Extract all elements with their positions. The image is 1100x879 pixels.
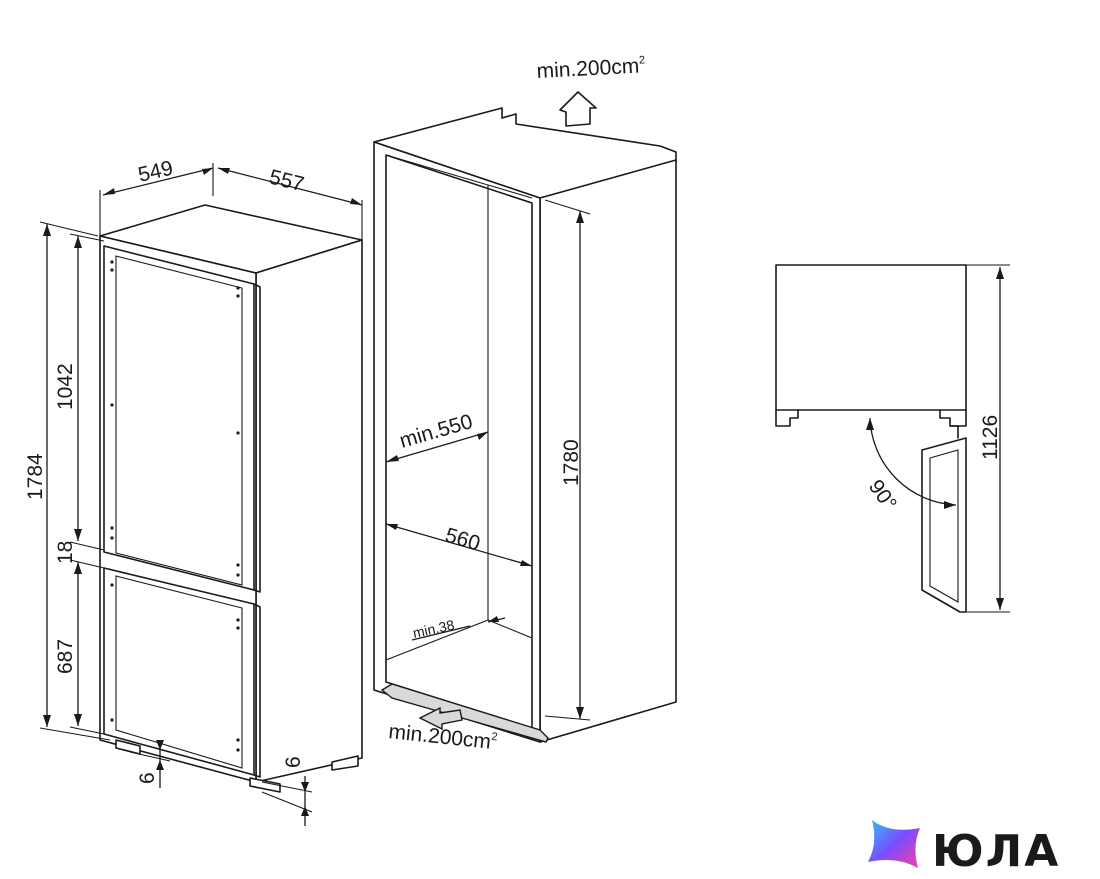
vent-bottom-label: min.200cm2 xyxy=(387,720,498,754)
fridge-unit xyxy=(99,204,363,793)
niche-height-label: 1780 xyxy=(560,439,583,486)
logo-icon xyxy=(868,820,920,868)
niche-dimensions xyxy=(385,199,591,721)
door-gap-label: 18 xyxy=(54,541,77,564)
vent-bottom-arrow xyxy=(418,706,463,731)
depth-label: 549 xyxy=(136,157,175,187)
niche-cabinet xyxy=(373,91,677,743)
fridge-dimensions xyxy=(39,163,363,826)
door-angle-label: 90° xyxy=(864,476,901,515)
left-foot-label: 6 xyxy=(136,772,159,784)
fridge-door-height-label: 1042 xyxy=(54,363,77,410)
vent-top-arrow xyxy=(559,91,597,127)
vent-top-label: min.200cm2 xyxy=(536,54,646,83)
width-label: 557 xyxy=(267,166,307,197)
door-opening-view xyxy=(775,264,1010,613)
total-height-label: 1784 xyxy=(24,453,47,500)
brand-name: ЮЛА xyxy=(932,826,1060,877)
hinge-dots xyxy=(110,260,240,752)
freezer-door-height-label: 687 xyxy=(54,639,77,674)
brand-logo: ЮЛА xyxy=(868,820,1060,877)
fridge-door xyxy=(103,245,255,591)
right-foot-label: 6 xyxy=(282,756,305,768)
door-height-label: 1126 xyxy=(979,415,1002,460)
fridge-dimension-labels: 549 557 1784 1042 18 687 6 6 xyxy=(24,157,306,784)
